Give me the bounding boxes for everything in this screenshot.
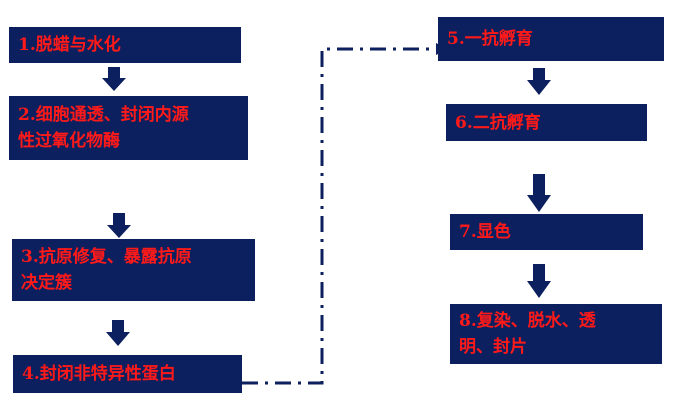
arrow-down-3-4 bbox=[106, 320, 130, 346]
step-box-5: 5.一抗孵育 bbox=[438, 17, 664, 61]
arrow-down-1-2 bbox=[102, 67, 126, 91]
arrow-down-6-7 bbox=[527, 174, 551, 212]
step-box-3: 3.抗原修复、暴露抗原 决定簇 bbox=[12, 239, 255, 301]
step-box-8: 8.复染、脱水、透 明、封片 bbox=[450, 304, 662, 364]
step-box-4: 4.封闭非特异性蛋白 bbox=[13, 355, 242, 393]
step-box-2: 2.细胞通透、封闭内源 性过氧化物酶 bbox=[9, 96, 248, 160]
arrow-down-7-8 bbox=[527, 264, 551, 298]
step-box-6: 6.二抗孵育 bbox=[446, 104, 647, 141]
arrow-down-5-6 bbox=[527, 68, 551, 95]
step-box-1: 1.脱蜡与水化 bbox=[9, 27, 241, 63]
arrow-down-2-3 bbox=[107, 213, 131, 238]
step-box-7: 7.显色 bbox=[450, 214, 643, 250]
connector-4-5 bbox=[242, 47, 436, 385]
